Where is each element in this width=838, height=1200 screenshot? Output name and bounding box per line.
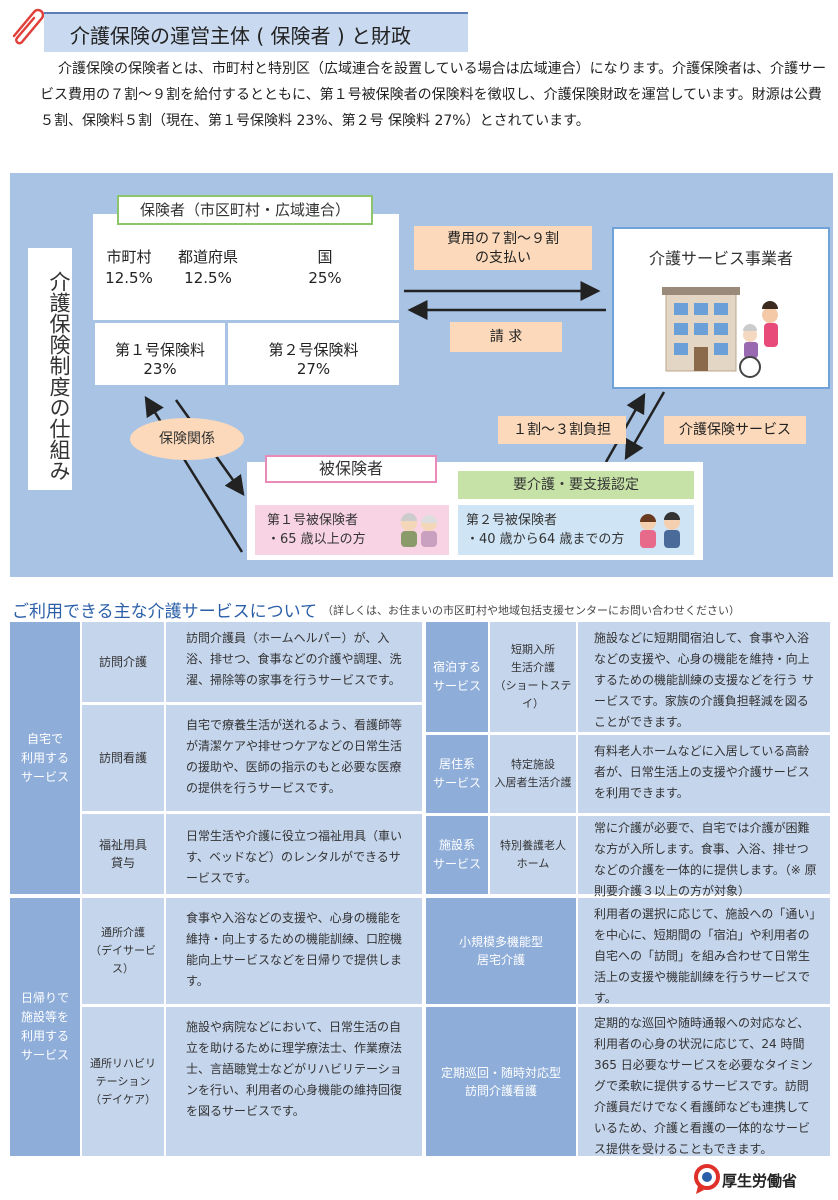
service-name: 特別養護老人 ホーム [490,816,576,894]
title-band [44,12,468,52]
ministry-name: 厚生労働省 [722,1172,798,1190]
category-stay: 宿泊する サービス [426,622,488,732]
certification-label: 要介護・要支援認定 [458,471,694,499]
claim-label: 請 求 [450,322,562,352]
prefecture-pct: 12.5% [184,269,232,287]
municipality-cell: 市町村 12.5% [93,232,165,320]
provider-box: 介護サービス事業者 [612,227,830,389]
premium2-name: 第２号保険料 [268,341,359,359]
premium1-cell: 第１号保険料 23% [95,323,225,385]
service-name: 訪問介護 [82,622,164,702]
prefecture-cell: 都道府県 12.5% [168,232,248,320]
service-name: 福祉用具 貸与 [82,814,164,894]
page-title: 介護保険の運営主体 ( 保険者 ) と財政 [70,24,412,48]
service-name: 通所リハビリ テーション （デイケア） [82,1007,164,1156]
service-name: 通所介護 （デイサービス） [82,898,164,1004]
insured-label: 被保険者 [265,455,437,483]
category-residence: 居住系 サービス [426,735,488,813]
premium2-pct: 27% [296,360,331,378]
service-name: 定期巡回・随時対応型 訪問介護看護 [426,1007,576,1156]
service-desc: 施設や病院などにおいて、日常生活の自 立を助けるために理学療法士、作業療法士、言… [166,1007,422,1156]
copay-label: １割～３割負担 [498,416,626,444]
service-desc: 有料老人ホームなどに入居している高齢者が、日常生活上の支援や介護サービス を利用… [578,735,830,813]
municipality-name: 市町村 [106,248,152,266]
insured1-title: 第１号被保険者 [267,513,359,528]
insurance-relation-label: 保険関係 [130,418,244,460]
municipality-pct: 12.5% [105,269,153,287]
services-note: （詳しくは、お住まいの市区町村や地域包括支援センターにお問い合わせください） [322,604,740,617]
nation-cell: 国 25% [251,232,399,320]
insured1-box: 第１号被保険者 ・65 歳以上の方 [255,505,449,555]
elderly-couple-icon [401,513,437,547]
service-desc: 食事や入浴などの支援や、心身の機能を維持・向上するための機能訓練、口腔機能向上サ… [166,898,422,1004]
insured2-box: 第２号被保険者 ・40 歳から64 歳までの方 [458,505,694,555]
service-desc: 日常生活や介護に役立つ福祉用具（車いす、ベッドなど）のレンタルができるサービスで… [166,814,422,894]
service-name: 短期入所 生活介護 （ショートステイ） [490,622,576,732]
service-name: 小規模多機能型 居宅介護 [426,898,576,1004]
payment-label: 費用の７割～９割 の支払い [414,226,592,270]
payment-line2: の支払い [475,250,531,266]
service-name: 特定施設 入居者生活介護 [490,735,576,813]
intro-paragraph: 介護保険の保険者とは、市町村と特別区（広域連合を設置している場合は広域連合）にな… [40,61,827,129]
ministry-logo-icon [694,1164,720,1194]
service-desc: 常に介護が必要で、自宅では介護が困難な方が入所します。食事、入浴、排せつなどの介… [578,816,830,898]
service-desc: 自宅で療養生活が送れるよう、看護師等が清潔ケアや排せつケアなどの日常生活の援助や… [166,705,422,811]
category-day: 日帰りで 施設等を 利用する サービス [10,898,80,1156]
premium1-name: 第１号保険料 [114,341,205,359]
system-title: 介護保険制度の仕組み [28,248,72,490]
category-home: 自宅で 利用する サービス [10,622,80,894]
nation-pct: 25% [308,269,342,287]
service-desc: 利用者の選択に応じて、施設への「通い」を中心に、短期間の「宿泊」や利用者の自宅へ… [578,898,830,1005]
care-service-label: 介護保険サービス [664,416,806,444]
insured2-title: 第２号被保険者 [466,513,558,528]
provider-label: 介護サービス事業者 [648,249,793,268]
category-facility: 施設系 サービス [426,816,488,894]
payment-line1: 費用の７割～９割 [447,231,559,247]
insured1-desc: ・65 歳以上の方 [267,532,366,547]
prefecture-name: 都道府県 [177,248,238,266]
services-title: ご利用できる主な介護サービスについて [12,602,318,622]
insurer-label: 保険者（市区町村・広域連合） [117,195,373,225]
premium1-pct: 23% [143,360,177,378]
service-desc: 施設などに短期間宿泊して、食事や入浴などの支援や、心身の機能を維持・向上するため… [578,622,830,732]
service-name: 訪問看護 [82,705,164,811]
service-desc: 訪問介護員（ホームヘルパー）が、入浴、排せつ、食事などの介護や調理、洗濯、掃除等… [166,622,422,702]
premium2-cell: 第２号保険料 27% [228,323,399,385]
service-desc: 定期的な巡回や随時通報への対応など、利用者の心身の状況に応じて、24 時間 36… [578,1007,830,1156]
care-facility-icon [662,287,778,378]
nation-name: 国 [317,248,333,266]
paperclip-icon [12,8,45,45]
middle-aged-couple-icon [640,512,680,548]
insured2-desc: ・40 歳から64 歳までの方 [466,532,625,547]
service-arrow [624,391,666,461]
